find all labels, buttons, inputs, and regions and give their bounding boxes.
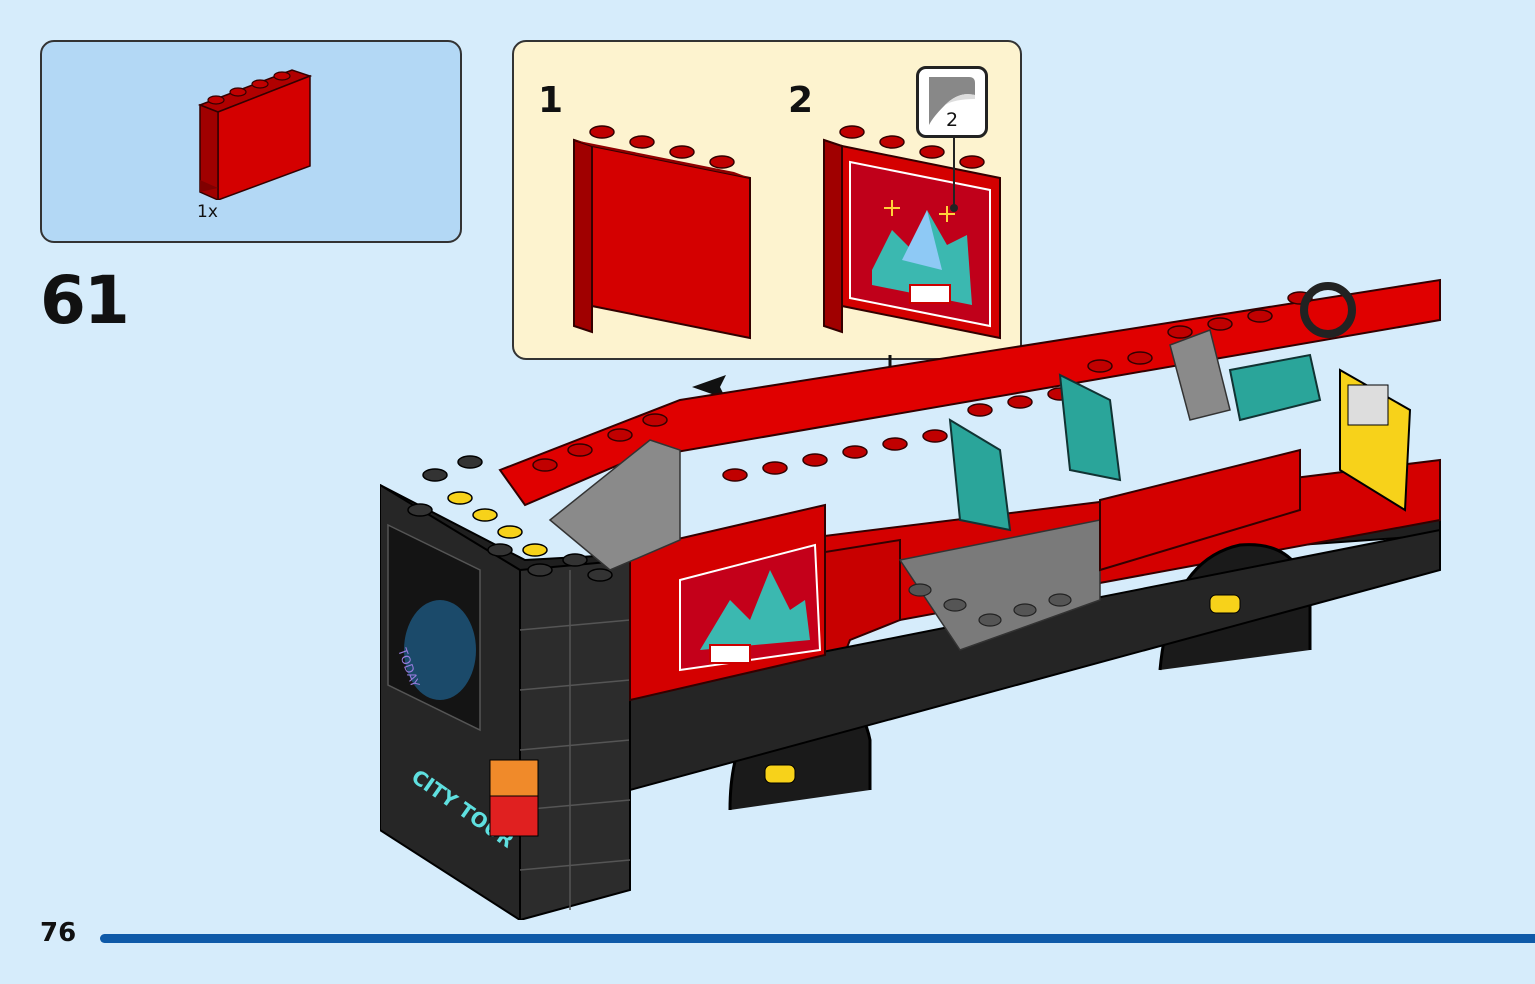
sub-step-2-label: 2	[788, 80, 814, 121]
step-number: 61	[40, 262, 130, 339]
parts-list-box: 1x	[40, 40, 462, 243]
sub-step-1-label: 1	[538, 80, 564, 121]
bus-model-illustration: TODAY CITY TOUR	[380, 278, 1441, 920]
part-quantity: 1x	[197, 202, 218, 222]
sticker-peel-icon	[929, 77, 975, 125]
red-panel-plain-icon	[573, 125, 751, 340]
sub-assembly-callout: 1 2 2	[512, 40, 1022, 360]
progress-bar	[100, 934, 1535, 943]
sticker-pointer-line	[950, 138, 958, 212]
sticker-reference: 2	[916, 66, 988, 138]
red-panel-stickered-icon	[823, 125, 1001, 340]
red-panel-brick-icon	[197, 69, 313, 200]
sticker-number: 2	[945, 109, 959, 131]
page-number: 76	[40, 918, 77, 948]
